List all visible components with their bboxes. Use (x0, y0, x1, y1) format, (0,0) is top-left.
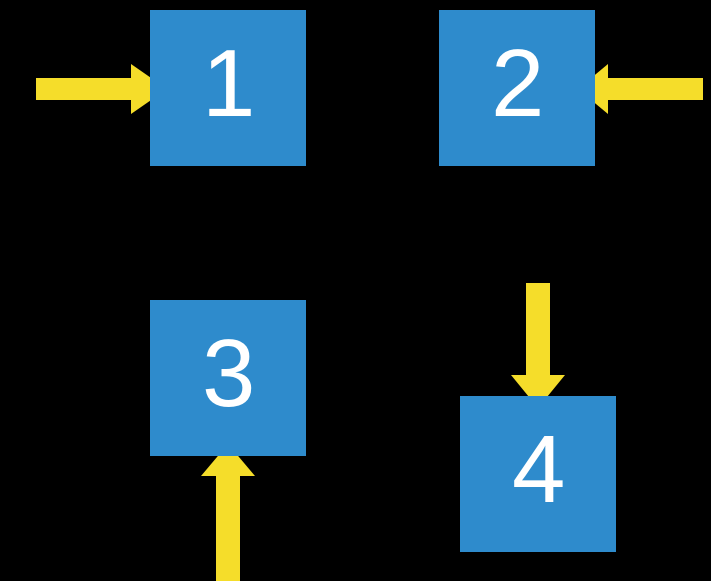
node-label-1: 1 (202, 30, 256, 137)
arrow-right-icon (36, 64, 167, 114)
node-box-2[interactable] (439, 10, 595, 166)
arrow-down-icon (511, 283, 565, 408)
node-box-1[interactable] (150, 10, 306, 166)
node-box-4[interactable] (460, 396, 616, 552)
arrow-up-icon (201, 444, 255, 581)
arrow-left-icon (578, 64, 703, 114)
node-label-2: 2 (491, 30, 545, 137)
node-box-3[interactable] (150, 300, 306, 456)
node-label-4: 4 (512, 416, 566, 523)
node-label-3: 3 (202, 320, 256, 427)
